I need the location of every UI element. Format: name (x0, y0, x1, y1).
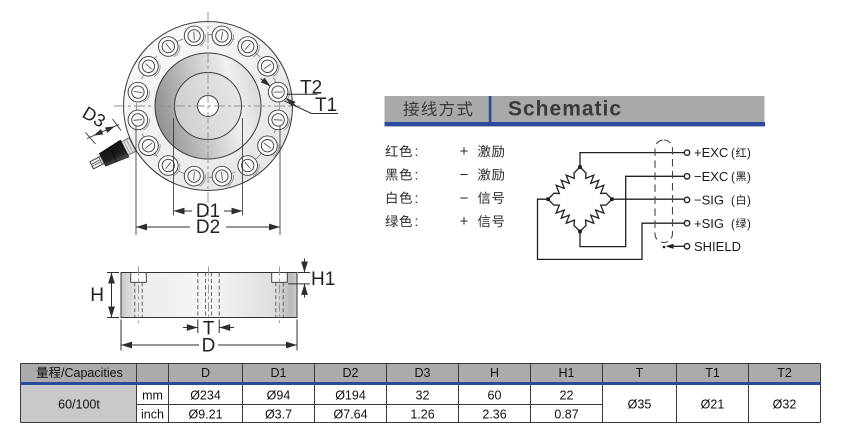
svg-text:D3: D3 (415, 366, 431, 380)
svg-text:1.26: 1.26 (410, 408, 434, 422)
svg-text:Ø7.64: Ø7.64 (333, 408, 367, 422)
svg-text:SHIELD: SHIELD (694, 239, 741, 254)
svg-text:H: H (90, 285, 104, 306)
svg-text:H: H (490, 366, 499, 380)
svg-text:D2: D2 (343, 366, 359, 380)
svg-text:Schematic: Schematic (508, 98, 622, 121)
svg-text:(: ( (731, 219, 735, 231)
svg-text::: : (415, 190, 419, 206)
svg-text:0.87: 0.87 (554, 408, 578, 422)
svg-text:−: − (460, 167, 469, 184)
svg-text::: : (415, 143, 419, 159)
svg-text:mm: mm (142, 389, 163, 403)
svg-text:−SIG: −SIG (694, 193, 724, 208)
svg-text:T1: T1 (705, 366, 720, 380)
svg-text:D1: D1 (196, 201, 220, 222)
svg-text:D: D (201, 366, 210, 380)
svg-text:T1: T1 (315, 95, 337, 116)
svg-text:): ) (747, 148, 751, 160)
svg-text:(: ( (731, 196, 735, 208)
svg-text:32: 32 (416, 389, 430, 403)
svg-text:22: 22 (560, 389, 574, 403)
svg-text:D: D (202, 336, 216, 357)
svg-text:Ø21: Ø21 (701, 398, 725, 412)
svg-text:T2: T2 (777, 366, 792, 380)
svg-text:D1: D1 (271, 366, 287, 380)
svg-text:(: ( (731, 172, 735, 184)
svg-text:T: T (203, 319, 215, 340)
svg-text:Ø32: Ø32 (773, 398, 797, 412)
svg-text:): ) (747, 219, 751, 231)
svg-text:Ø3.7: Ø3.7 (265, 408, 292, 422)
svg-text:−: − (460, 190, 469, 207)
svg-text:H1: H1 (311, 269, 335, 290)
svg-text:60: 60 (488, 389, 502, 403)
svg-text:(: ( (731, 148, 735, 160)
svg-text:−EXC: −EXC (694, 169, 728, 184)
svg-text:inch: inch (141, 408, 164, 422)
svg-text:Ø94: Ø94 (267, 389, 291, 403)
svg-text:): ) (747, 172, 751, 184)
svg-text:Ø35: Ø35 (628, 398, 652, 412)
svg-text:D3: D3 (79, 103, 109, 132)
svg-text:+SIG: +SIG (694, 216, 724, 231)
svg-text:T2: T2 (300, 78, 322, 99)
svg-text:Ø194: Ø194 (335, 389, 366, 403)
svg-text:H1: H1 (559, 366, 575, 380)
svg-text::: : (415, 213, 419, 229)
svg-text:Ø9.21: Ø9.21 (188, 408, 222, 422)
svg-text:+: + (460, 143, 469, 160)
svg-text:2.36: 2.36 (482, 408, 506, 422)
svg-text:60/100t: 60/100t (58, 398, 100, 412)
svg-text:+EXC: +EXC (694, 145, 728, 160)
svg-text:+: + (460, 213, 469, 230)
svg-text:Ø234: Ø234 (190, 389, 221, 403)
svg-text:T: T (636, 366, 644, 380)
svg-text:D2: D2 (196, 217, 220, 238)
svg-text::: : (415, 167, 419, 183)
svg-text:): ) (747, 196, 751, 208)
svg-text:/Capacities: /Capacities (61, 366, 123, 380)
